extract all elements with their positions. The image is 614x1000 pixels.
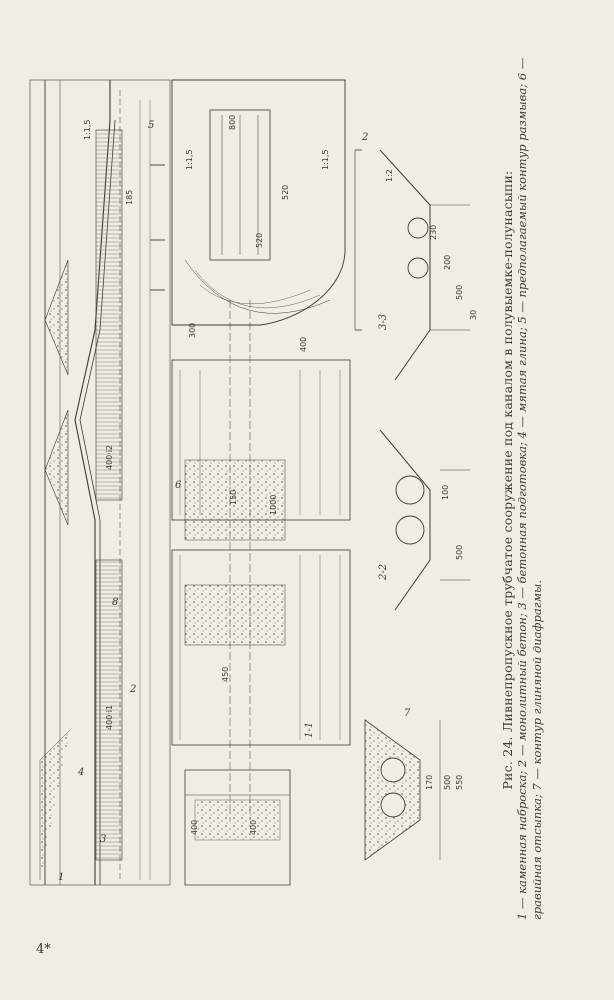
dim-400b: 400 bbox=[190, 820, 199, 835]
slope-label-a: 1:1,5 bbox=[83, 119, 92, 140]
dim-400i2: 400·i2 bbox=[105, 445, 114, 470]
slope-label-c: 1:1,5 bbox=[321, 149, 330, 170]
label-8: 8 bbox=[112, 597, 118, 608]
longitudinal-profile bbox=[29, 79, 171, 886]
dim-300: 300 bbox=[188, 323, 197, 338]
dim-450: 450 bbox=[221, 667, 230, 682]
plan-view bbox=[171, 79, 362, 886]
dim-400a: 400 bbox=[299, 337, 308, 352]
slope-label-b: 1:1,5 bbox=[185, 149, 194, 170]
dim-550: 550 bbox=[455, 775, 464, 790]
dim-500a: 500 bbox=[455, 285, 464, 300]
label-3: 3 bbox=[100, 834, 106, 845]
figure-caption: Рис. 24. Ливнепропускное трубчатое соору… bbox=[500, 40, 545, 920]
label-2a: 2 bbox=[129, 684, 136, 695]
dim-100: 100 bbox=[441, 485, 450, 500]
dim-30: 30 bbox=[469, 310, 478, 320]
slope-label-d: 1:2 bbox=[385, 169, 394, 182]
dim-170: 170 bbox=[425, 775, 434, 790]
dim-1000: 1000 bbox=[269, 495, 278, 515]
dim-500b: 500 bbox=[455, 545, 464, 560]
cross-sections bbox=[364, 149, 470, 861]
dim-800: 800 bbox=[228, 115, 237, 130]
dim-500c: 500 bbox=[443, 775, 452, 790]
caption-title: Рис. 24. Ливнепропускное трубчатое соору… bbox=[500, 170, 515, 790]
label-4: 4 bbox=[77, 767, 84, 778]
section-mark-1-1: 1-1 bbox=[304, 722, 315, 738]
label-1: 1 bbox=[58, 872, 64, 883]
section-mark-3-3: 3-3 bbox=[378, 314, 389, 330]
label-5: 5 bbox=[148, 120, 154, 131]
page-number: 4* bbox=[36, 942, 51, 957]
dim-400i1: 400·i1 bbox=[105, 705, 114, 730]
dim-520a: 520 bbox=[281, 185, 290, 200]
label-2b: 2 bbox=[361, 132, 368, 143]
section-mark-2-2: 2-2 bbox=[378, 564, 389, 581]
caption-legend: 1 — каменная наброска; 2 — монолитный бе… bbox=[515, 57, 544, 920]
dim-200: 200 bbox=[443, 255, 452, 270]
dim-150: 150 bbox=[229, 490, 238, 505]
dim-230: 230 bbox=[429, 225, 438, 240]
dim-185: 185 bbox=[125, 190, 134, 205]
dim-520b: 520 bbox=[255, 233, 264, 248]
label-6: 6 bbox=[175, 480, 182, 491]
dim-400c: 400 bbox=[249, 820, 258, 835]
label-7: 7 bbox=[404, 708, 411, 719]
